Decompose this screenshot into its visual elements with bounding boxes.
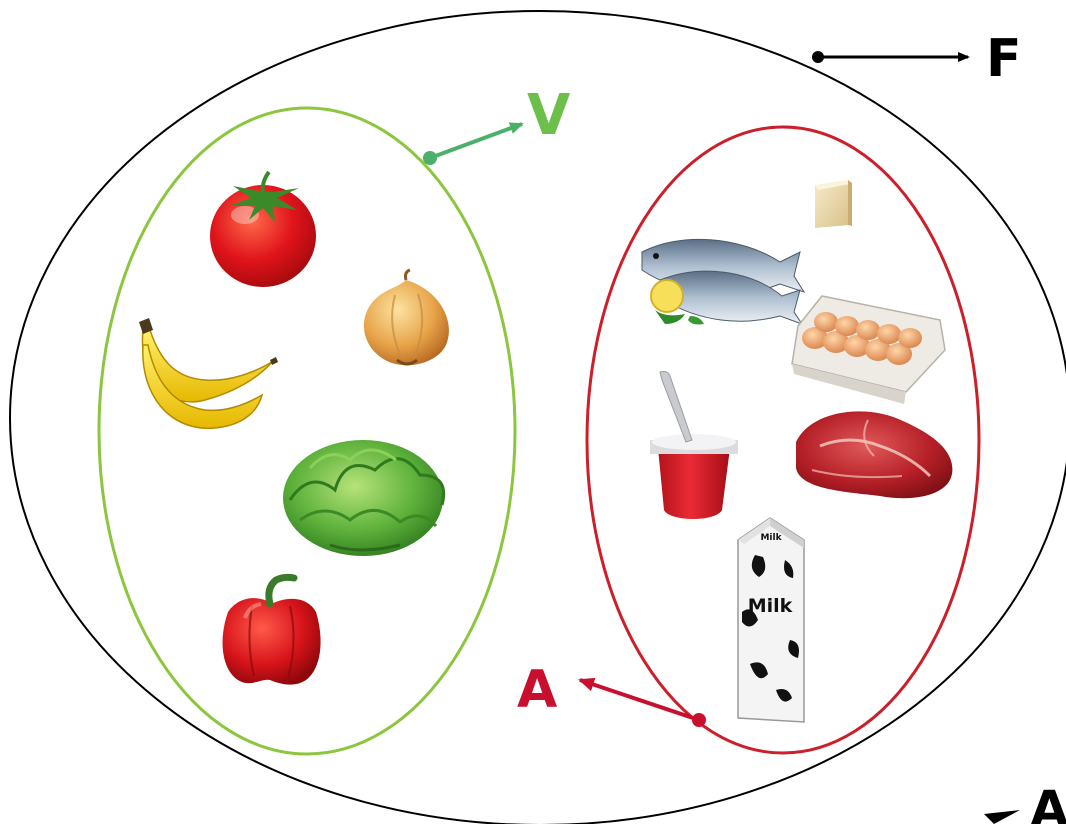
- a-label-outer: A: [1030, 780, 1066, 824]
- a-pointer-outer: A: [984, 780, 1066, 824]
- f-label: F: [986, 29, 1022, 89]
- milk-carton-label: Milk: [748, 595, 793, 617]
- a-outer-arrowhead: [984, 810, 1020, 824]
- milk-carton-icon: Milk Milk: [738, 518, 804, 722]
- f-pointer: F: [812, 29, 1022, 89]
- v-label: V: [527, 83, 571, 148]
- lettuce-icon: [283, 440, 444, 556]
- a-label-inner: A: [517, 660, 557, 720]
- milk-carton-brand: Milk: [760, 533, 782, 543]
- cheese-icon: [815, 180, 852, 228]
